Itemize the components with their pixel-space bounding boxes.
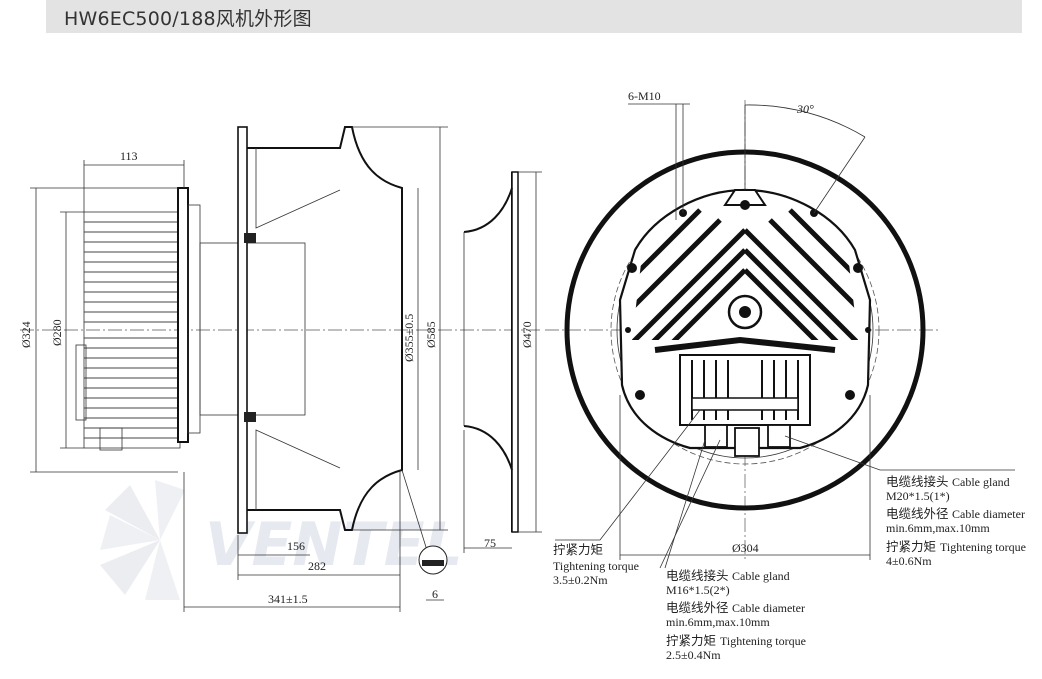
dim-304: Ø304 [732,541,759,555]
dim-156: 156 [287,539,305,553]
electronics-box [679,354,811,426]
watermark-logo: VENTEL [100,480,463,600]
motor-body [75,187,201,451]
note-bottom-gland-spec: M16*1.5(2*) [666,583,730,597]
note-left-torque-cn: 拧紧力矩 [553,542,603,557]
note-bottom: 电缆线接头 Cable gland M16*1.5(2*) 电缆线外径 Cabl… [666,568,806,662]
dim-280: Ø280 [50,319,64,346]
note-bottom-torque-en: Tightening torque [720,634,806,648]
fin-pattern [632,203,858,340]
mounting-plate [237,126,248,534]
dim-113: 113 [120,149,138,163]
note-right-torque-cn: 拧紧力矩 [886,539,936,554]
side-view: 113 Ø324 Ø280 Ø355±0.5 Ø585 Ø470 156 282… [19,126,542,612]
side-dimension-lines [30,126,542,612]
rotor-hub [199,242,306,416]
note-right-gland-en: Cable gland [952,475,1010,489]
note-bottom-gland-cn: 电缆线接头 [666,568,729,583]
dim-6: 6 [432,587,438,601]
note-bottom-diam-spec: min.6mm,max.10mm [666,615,770,629]
note-bottom-gland-en: Cable gland [732,569,790,583]
note-bottom-diam-cn: 电缆线外径 [666,600,729,615]
impeller-profile [247,126,403,531]
dim-585: Ø585 [424,321,438,348]
note-right-gland-spec: M20*1.5(1*) [886,489,950,503]
note-bottom-diam-en: Cable diameter [732,601,805,615]
bolt-label: 6-M10 [628,89,661,103]
inlet-nozzle-top [463,187,513,233]
page-title: HW6EC500/188风机外形图 [64,8,312,30]
header-bar: HW6EC500/188风机外形图 [46,0,1022,33]
note-right: 电缆线接头 Cable gland M20*1.5(1*) 电缆线外径 Cabl… [886,474,1026,568]
note-right-diam-cn: 电缆线外径 [886,506,949,521]
dim-282: 282 [308,559,326,573]
inlet-nozzle-bottom [463,425,513,471]
dim-470: Ø470 [520,321,534,348]
note-right-torque-spec: 4±0.6Nm [886,554,932,568]
angle-label: 30° [796,102,814,116]
note-right-gland-cn: 电缆线接头 [886,474,949,489]
note-leaders [555,409,1015,569]
note-bottom-torque-spec: 2.5±0.4Nm [666,648,721,662]
dim-75: 75 [484,536,496,550]
note-left-torque-en: Tightening torque [553,559,639,573]
watermark-text: VENTEL [205,510,463,580]
note-bottom-torque-cn: 拧紧力矩 [666,633,716,648]
cable-glands [704,424,791,457]
note-right-diam-en: Cable diameter [952,507,1025,521]
mounting-bolts [625,209,871,400]
note-right-diam-spec: min.6mm,max.10mm [886,521,990,535]
note-right-torque-en: Tightening torque [940,540,1026,554]
front-view: 30° 6-M10 Ø304 [545,89,1015,569]
dim-355: Ø355±0.5 [402,314,416,362]
dim-341: 341±1.5 [268,592,308,606]
note-left-torque-spec: 3.5±0.2Nm [553,573,608,587]
note-left: 拧紧力矩 Tightening torque 3.5±0.2Nm [553,542,639,587]
dim-324: Ø324 [19,321,33,348]
